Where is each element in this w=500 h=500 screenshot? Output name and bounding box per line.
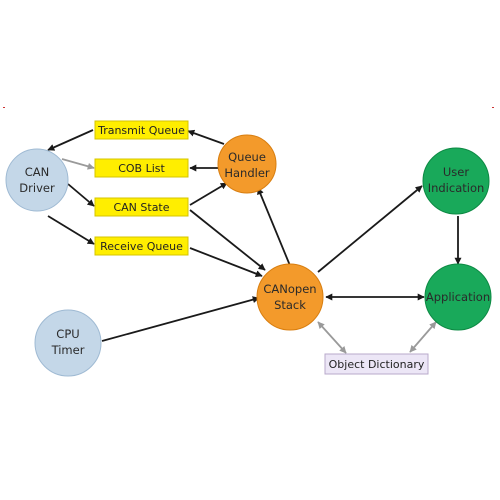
canopen-stack-label-line1: CANopen: [263, 282, 316, 296]
edge-mark-left: [3, 107, 5, 108]
application-node: Application: [424, 263, 492, 331]
arrow-cpu-timer-to-canopen-stack: [101, 296, 260, 342]
user-indication-label-line2: Indication: [428, 181, 485, 195]
queue-handler-node: Queue Handler: [217, 134, 277, 194]
can-state-label: CAN State: [113, 201, 169, 214]
arrow-can-driver-to-receive-queue: [47, 215, 95, 245]
transmit-queue-label: Transmit Queue: [97, 124, 185, 137]
application-label: Application: [426, 290, 490, 304]
cpu-timer-node: CPU Timer: [34, 309, 102, 377]
arrow-can-state-to-canopen-stack: [189, 209, 266, 271]
cpu-timer-label-line2: Timer: [51, 343, 85, 357]
transmit-queue-box: Transmit Queue: [94, 120, 189, 140]
can-driver-label-line2: Driver: [19, 181, 55, 195]
can-driver-node: CAN Driver: [5, 148, 69, 212]
arrow-application-object-dictionary: [409, 321, 437, 353]
arrow-transmit-queue-to-can-driver: [47, 129, 94, 151]
cpu-timer-label-line1: CPU: [56, 327, 79, 341]
canopen-stack-label-line2: Stack: [274, 298, 306, 312]
arrow-canopen-stack-to-queue-handler: [257, 187, 292, 269]
object-dictionary-label: Object Dictionary: [329, 358, 425, 371]
can-state-box: CAN State: [94, 197, 189, 217]
arrow-queue-handler-to-transmit-queue: [187, 129, 225, 145]
cob-list-label: COB List: [118, 162, 165, 175]
receive-queue-label: Receive Queue: [100, 240, 183, 253]
arrow-can-driver-to-can-state: [67, 183, 95, 207]
user-indication-node: User Indication: [422, 147, 490, 215]
canopen-stack-node: CANopen Stack: [256, 263, 324, 331]
queue-handler-label-line1: Queue: [228, 150, 266, 164]
user-indication-label-line1: User: [443, 165, 469, 179]
object-dictionary-box: Object Dictionary: [324, 353, 429, 375]
cob-list-box: COB List: [94, 158, 189, 178]
arrow-can-driver-to-cob-list: [61, 158, 95, 170]
receive-queue-box: Receive Queue: [94, 236, 189, 256]
arrow-can-state-to-queue-handler: [189, 182, 228, 206]
arrow-canopen-stack-object-dictionary: [317, 321, 347, 354]
arrow-canopen-stack-to-user-indication: [317, 185, 423, 273]
can-driver-label-line1: CAN: [25, 165, 50, 179]
edge-mark-right: [492, 107, 494, 108]
arrow-receive-queue-to-canopen-stack: [189, 247, 263, 277]
queue-handler-label-line2: Handler: [224, 166, 270, 180]
